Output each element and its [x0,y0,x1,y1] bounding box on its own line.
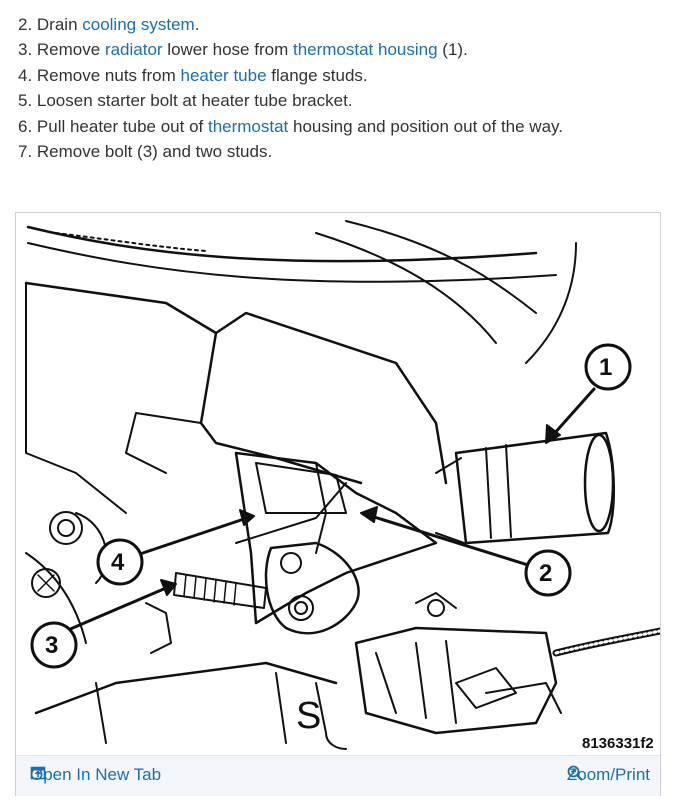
thermostat-housing-illustration: S [24,220,660,750]
step-4: 4. Remove nuts from heater tube flange s… [18,63,563,88]
zoom-print-label: Zoom/Print [566,765,650,784]
svg-text:S: S [296,695,321,737]
step-3: 3. Remove radiator lower hose from therm… [18,37,563,62]
cooling-system-link[interactable]: cooling system [82,15,195,34]
step-text: housing and position out of the way. [288,116,563,136]
open-in-new-tab-icon [30,766,46,780]
zoom-magnifier-icon [567,765,583,781]
figure-toolbar: Open In New Tab Zoom/Print [16,755,660,796]
step-text: 4. Remove nuts from [18,65,181,85]
step-text: 6. Pull heater tube out of [18,116,208,136]
step-text: lower hose from [162,40,293,60]
callout-3: 3 [45,632,59,659]
heater-tube-link[interactable]: heater tube [180,65,267,85]
figure-id: 8136331f2 [582,735,654,752]
instruction-steps: 2. Drain cooling system. 3. Remove radia… [18,12,563,164]
step-text: . [194,15,200,34]
callout-4: 4 [111,549,125,576]
step-6: 6. Pull heater tube out of thermostat ho… [18,114,563,139]
open-in-new-tab-label: Open In New Tab [30,765,162,784]
step-2: 2. Drain cooling system. [18,12,563,37]
step-7: 7. Remove bolt (3) and two studs. [18,139,563,164]
figure-container: S 1 2 4 3 8136331f2 [15,212,661,796]
step-text: 3. Remove [18,40,105,60]
step-text: 5. Loosen starter bolt at heater tube br… [18,91,353,111]
step-text: 2. Drain [18,15,83,34]
callout-1: 1 [599,354,613,381]
thermostat-housing-link[interactable]: thermostat housing [292,40,438,60]
radiator-link[interactable]: radiator [104,40,163,60]
thermostat-link[interactable]: thermostat [207,116,289,136]
callout-2: 2 [539,560,553,587]
step-5: 5. Loosen starter bolt at heater tube br… [18,88,563,113]
open-in-new-tab-button[interactable]: Open In New Tab [30,765,161,785]
zoom-print-button[interactable]: Zoom/Print [567,765,650,785]
step-text: 7. Remove bolt (3) and two studs. [18,142,273,162]
step-text: (1). [437,40,468,60]
step-text: flange studs. [266,65,368,85]
